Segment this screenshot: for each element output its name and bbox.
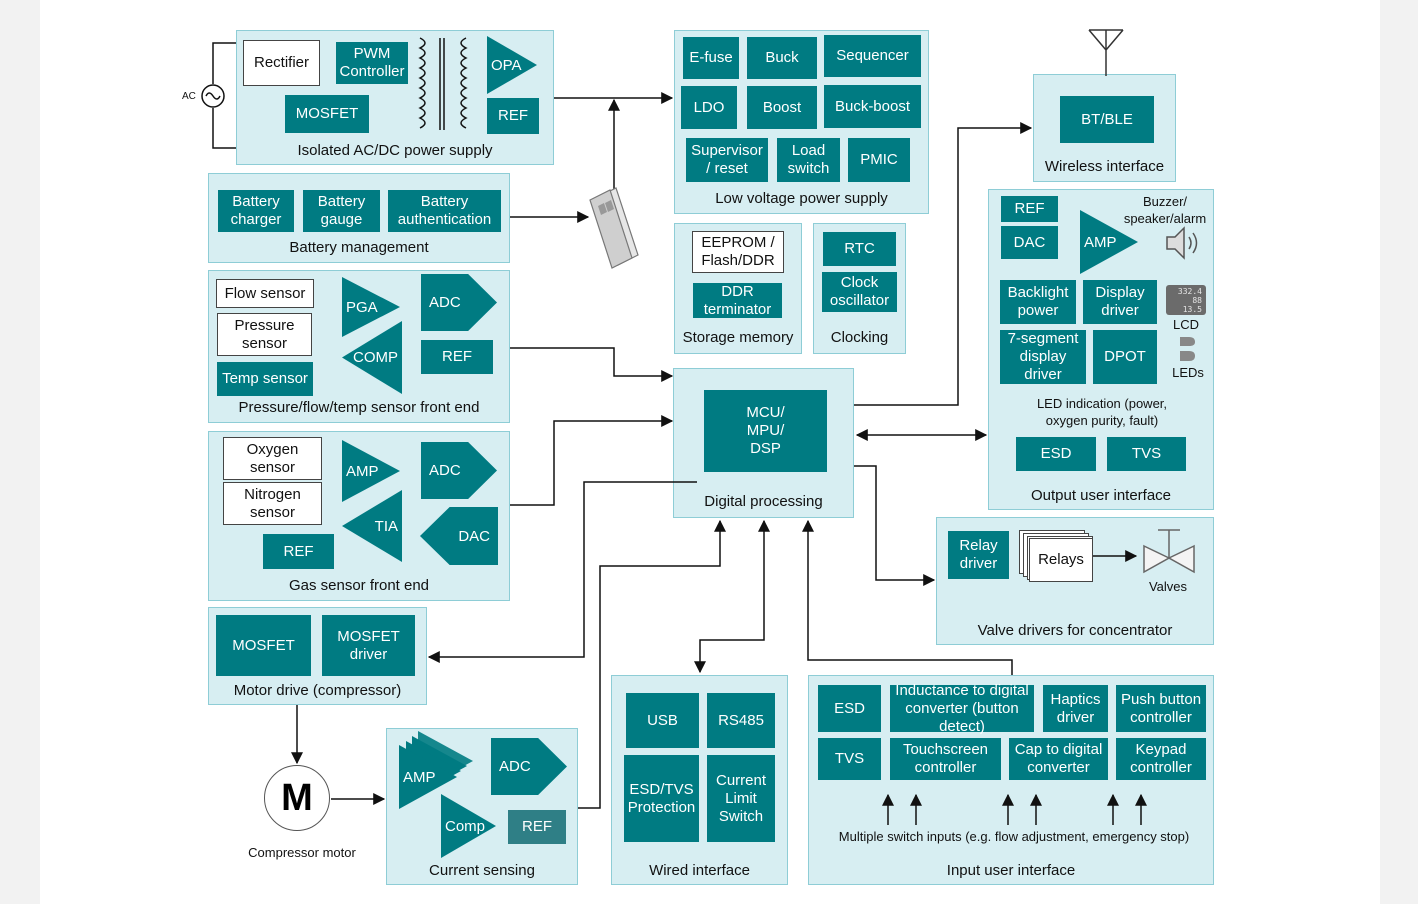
led-indication-label: LED indication (power, oxygen purity, fa… [1036,396,1168,428]
group-current-sensing-title: Current sensing [429,862,535,879]
block-motor-mosfet: MOSFET [216,615,311,676]
block-battery-authentication: Battery authentication [388,190,501,232]
block-output-ref: REF [1001,196,1058,222]
block-7segment-driver: 7-segment display driver [1000,330,1086,384]
block-flow-sensor: Flow sensor [216,279,314,308]
block-push-button-controller: Push button controller [1116,685,1206,732]
group-wireless-title: Wireless interface [1044,158,1165,175]
block-pressure-sensor: Pressure sensor [217,313,312,356]
switch-inputs-label: Multiple switch inputs (e.g. flow adjust… [838,829,1190,844]
block-esd-tvs-protection: ESD/TVS Protection [624,755,699,842]
block-usb: USB [626,693,699,748]
block-backlight-power: Backlight power [1000,280,1076,324]
block-ldo: LDO [681,86,737,129]
group-output-title: Output user interface [1030,487,1172,504]
group-valve-drivers-title: Valve drivers for concentrator [977,622,1173,639]
block-clock-oscillator: Clock oscillator [822,272,897,312]
block-relays: Relays [1029,538,1093,582]
battery-pack-icon [589,187,639,269]
block-touchscreen-controller: Touchscreen controller [890,738,1001,780]
block-haptics-driver: Haptics driver [1043,685,1108,732]
valves-label: Valves [1148,579,1188,594]
block-battery-gauge: Battery gauge [303,190,380,232]
block-current-limit-switch: Current Limit Switch [707,755,775,842]
lcd-icon: 332.4 88 13.5 [1166,285,1206,315]
motor-symbol: M [281,776,313,819]
block-oxygen-sensor: Oxygen sensor [223,437,322,480]
block-buck-boost: Buck-boost [824,85,921,128]
block-input-tvs: TVS [818,738,881,780]
ac-label: AC [182,91,196,102]
group-low-voltage-title: Low voltage power supply [715,190,888,207]
valve-icon [1143,529,1195,574]
block-gas-ref: REF [263,534,334,569]
block-pwm-controller: PWM Controller [336,42,408,84]
block-relay-driver: Relay driver [948,531,1009,579]
block-input-esd: ESD [818,685,881,732]
compressor-motor-label: Compressor motor [248,845,356,860]
antenna-icon [1088,29,1124,76]
lcd-label: LCD [1172,317,1199,332]
block-battery-charger: Battery charger [218,190,294,232]
block-inductance-converter: Inductance to digital converter (button … [890,682,1034,735]
block-output-esd: ESD [1016,437,1096,471]
block-cap-to-digital: Cap to digital converter [1009,738,1108,780]
led-icon [1180,337,1195,361]
block-acdc-ref: REF [487,98,539,134]
block-acdc-mosfet: MOSFET [285,95,369,133]
group-battery-title: Battery management [289,239,429,256]
group-gas-title: Gas sensor front end [288,577,430,594]
group-wired-title: Wired interface [649,862,750,879]
block-dpot: DPOT [1093,330,1157,384]
block-eeprom: EEPROM / Flash/DDR [692,231,784,273]
block-display-driver: Display driver [1083,280,1157,324]
leds-label: LEDs [1172,365,1204,380]
block-pmic: PMIC [848,138,910,182]
block-mosfet-driver: MOSFET driver [322,615,415,676]
block-rs485: RS485 [707,693,775,748]
block-rectifier: Rectifier [243,40,320,86]
block-nitrogen-sensor: Nitrogen sensor [223,482,322,525]
block-efuse: E-fuse [683,37,739,79]
block-rtc: RTC [823,232,896,266]
group-input-title: Input user interface [946,862,1076,879]
block-output-tvs: TVS [1107,437,1186,471]
group-storage-title: Storage memory [682,329,794,346]
block-load-switch: Load switch [777,138,840,182]
block-temp-sensor: Temp sensor [217,362,313,396]
block-output-dac: DAC [1001,226,1058,259]
block-sequencer: Sequencer [824,35,921,77]
speaker-icon [1166,226,1198,260]
group-sensor-title: Pressure/flow/temp sensor front end [238,399,480,416]
block-buck: Buck [747,37,817,79]
compressor-motor-icon: M [264,765,330,831]
group-motor-drive-title: Motor drive (compressor) [233,682,402,699]
block-boost: Boost [747,86,817,129]
group-clocking-title: Clocking [830,329,889,346]
block-ddr-terminator: DDR terminator [693,283,782,318]
block-current-ref: REF [508,810,566,844]
block-supervisor: Supervisor / reset [686,138,768,182]
group-digital-title: Digital processing [704,493,823,510]
block-keypad-controller: Keypad controller [1116,738,1206,780]
block-sensor-ref: REF [421,340,493,374]
block-bt-ble: BT/BLE [1060,96,1154,143]
buzzer-label: Buzzer/ speaker/alarm [1123,194,1207,226]
block-mcu: MCU/ MPU/ DSP [704,390,827,472]
group-acdc-title: Isolated AC/DC power supply [297,142,493,159]
